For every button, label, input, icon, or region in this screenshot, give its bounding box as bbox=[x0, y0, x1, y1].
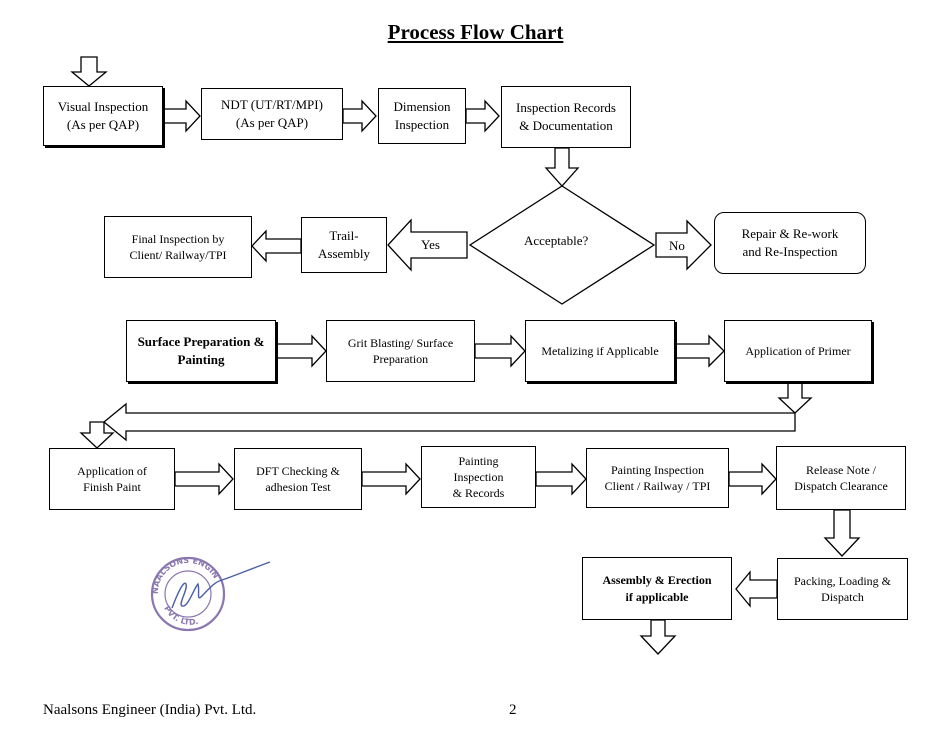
node-finish-paint: Application of Finish Paint bbox=[49, 448, 175, 510]
yes-label: Yes bbox=[421, 237, 440, 252]
arrow-no bbox=[655, 219, 712, 271]
node-inspection-records: Inspection Records & Documentation bbox=[501, 86, 631, 148]
arrow-dft-to-painting bbox=[361, 462, 421, 496]
page-number: 2 bbox=[509, 702, 517, 718]
node-primer: Application of Primer bbox=[724, 320, 872, 382]
arrow-metal-to-primer bbox=[674, 334, 725, 368]
arrow-surface-to-grit bbox=[275, 334, 327, 368]
arrow-dimension-to-records bbox=[465, 99, 500, 133]
no-label: No bbox=[669, 238, 685, 253]
node-visual-inspection: Visual Inspection (As per QAP) bbox=[43, 86, 163, 146]
node-painting-inspection-client: Painting Inspection Client / Railway / T… bbox=[586, 448, 729, 508]
decision-diamond bbox=[468, 185, 656, 305]
arrow-yes bbox=[387, 218, 468, 272]
node-trail-assembly: Trail- Assembly bbox=[301, 217, 387, 273]
stamp-inner-ring bbox=[164, 570, 212, 618]
node-repair: Repair & Re-work and Re-Inspection bbox=[714, 212, 866, 274]
node-assembly-erection: Assembly & Erection if applicable bbox=[582, 557, 732, 620]
node-release-note: Release Note / Dispatch Clearance bbox=[776, 446, 906, 510]
stamp-outer-ring bbox=[150, 556, 226, 632]
arrow-ndt-to-dimension bbox=[342, 99, 377, 133]
footer-company: Naalsons Engineer (India) Pvt. Ltd. bbox=[43, 702, 257, 718]
arrow-release-to-packing bbox=[823, 509, 861, 557]
node-dft: DFT Checking & adhesion Test bbox=[234, 448, 362, 510]
arrow-grit-to-metal bbox=[474, 334, 526, 368]
arrow-client-to-release bbox=[728, 462, 777, 496]
arrow-into-finish bbox=[79, 421, 115, 449]
page-title: Process Flow Chart bbox=[387, 20, 564, 44]
node-packing: Packing, Loading & Dispatch bbox=[777, 558, 908, 620]
arrow-painting-to-client bbox=[535, 462, 587, 496]
arrow-visual-to-ndt bbox=[163, 99, 201, 133]
node-metalizing: Metalizing if Applicable bbox=[525, 320, 675, 382]
entry-arrow bbox=[70, 56, 108, 87]
node-grit-blasting: Grit Blasting/ Surface Preparation bbox=[326, 320, 475, 382]
arrow-primer-down bbox=[777, 382, 813, 414]
node-dimension-inspection: Dimension Inspection bbox=[378, 88, 466, 144]
decision-label: Acceptable? bbox=[524, 233, 589, 248]
arrow-packing-to-assembly bbox=[735, 570, 778, 608]
node-ndt: NDT (UT/RT/MPI) (As per QAP) bbox=[201, 88, 343, 140]
exit-arrow bbox=[639, 619, 677, 655]
arrow-records-to-decision bbox=[544, 147, 580, 187]
signature bbox=[171, 561, 271, 609]
node-painting-inspection-records: Painting Inspection & Records bbox=[421, 446, 536, 508]
node-final-inspection: Final Inspection by Client/ Railway/TPI bbox=[104, 216, 252, 278]
arrow-long-left bbox=[102, 402, 796, 442]
company-stamp: NAALSONS ENGINEERS PVT. LTD. bbox=[148, 552, 271, 632]
arrow-trail-to-final bbox=[251, 229, 302, 263]
arrow-finish-to-dft bbox=[174, 462, 234, 496]
node-surface-prep-painting: Surface Preparation & Painting bbox=[126, 320, 276, 382]
